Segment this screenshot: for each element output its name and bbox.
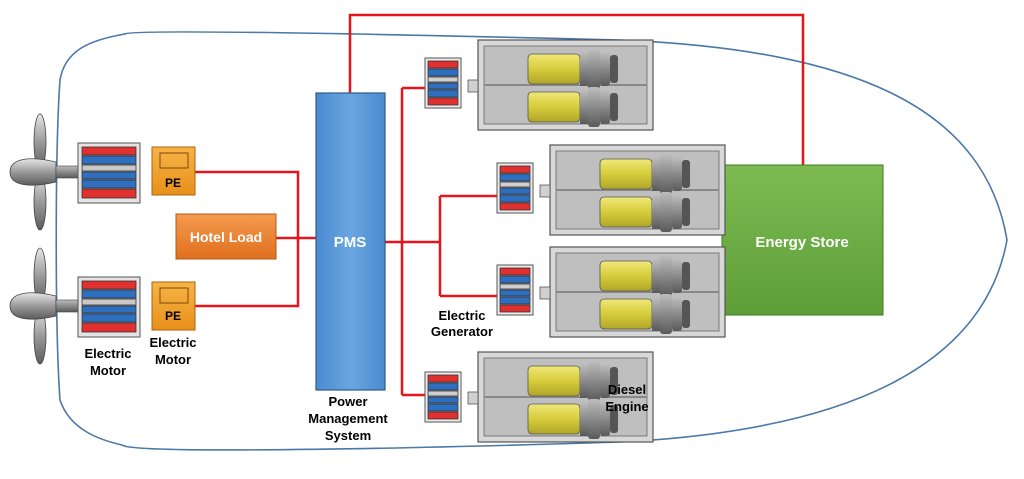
genset-4: [424, 351, 654, 443]
electric-motor-top: [77, 142, 141, 204]
genset-1: [424, 39, 654, 131]
diesel-label-1: Diesel: [608, 382, 646, 397]
electric-motor-bottom: [77, 276, 141, 338]
energy-store-label: Energy Store: [755, 234, 848, 251]
pe-top: PE: [151, 146, 196, 196]
pe-bottom: PE: [151, 281, 196, 331]
generator-1: [424, 57, 462, 109]
motor-left-label-1: Electric: [85, 346, 132, 361]
generator-4: [424, 371, 462, 423]
diesel-engine-2: [539, 144, 726, 236]
diesel-label-2: Engine: [605, 399, 648, 414]
line-pe-top: [195, 170, 300, 238]
pe-bottom-label: PE: [165, 309, 181, 323]
generator-3: [496, 264, 534, 316]
propeller-bottom: [9, 247, 79, 365]
diesel-engine-3: [539, 246, 726, 338]
genset-2: [496, 144, 726, 236]
propeller-top: [9, 113, 79, 231]
line-pe-bottom: [195, 238, 300, 308]
generator-2: [496, 162, 534, 214]
pms-caption-line-1: Power: [328, 394, 367, 409]
power-lines: [195, 13, 805, 397]
diesel-engine-4: [467, 351, 654, 443]
pms-caption-line-3: System: [325, 428, 371, 443]
energy-store-block: [721, 164, 884, 316]
pms-label: PMS: [334, 234, 367, 251]
hotel-load-label: Hotel Load: [190, 229, 262, 245]
hotel-load-block: [175, 213, 277, 260]
diesel-engine-1: [467, 39, 654, 131]
pe-top-label: PE: [165, 176, 181, 190]
motor-left-label-2: Motor: [90, 363, 126, 378]
generator-label-1: Electric: [439, 308, 486, 323]
motor-right-label-1: Electric: [150, 335, 197, 350]
pms-block: [315, 92, 386, 391]
motor-right-label-2: Motor: [155, 352, 191, 367]
line-pms-energy-store: [348, 13, 805, 165]
genset-3: [496, 246, 726, 338]
pms-caption-line-2: Management: [308, 411, 388, 426]
generator-label-2: Generator: [431, 324, 493, 339]
